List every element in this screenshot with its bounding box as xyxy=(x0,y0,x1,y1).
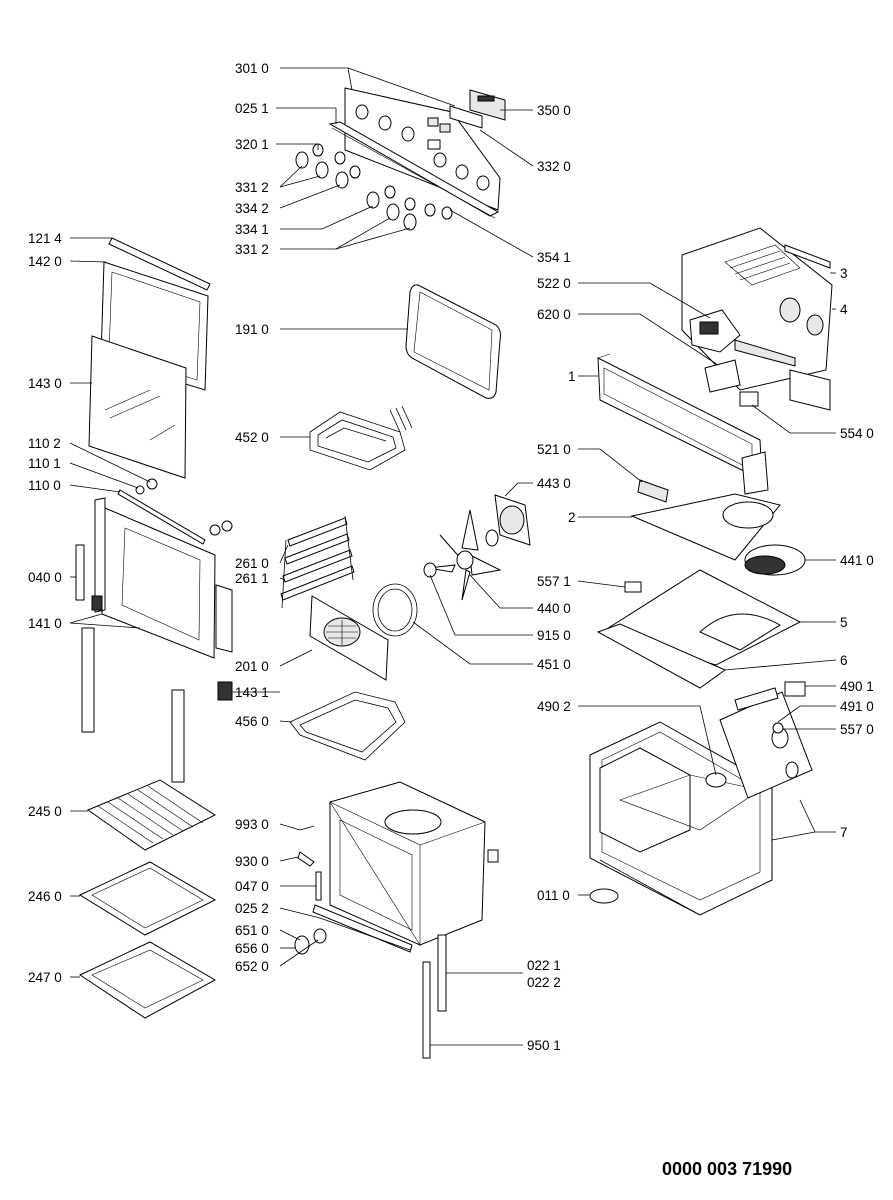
label-332-0: 332 0 xyxy=(537,159,571,174)
label-915-0: 915 0 xyxy=(537,628,571,643)
label-320-1: 320 1 xyxy=(235,137,269,152)
label-5: 5 xyxy=(840,615,848,630)
door-group xyxy=(75,237,233,783)
label-651-0: 651 0 xyxy=(235,923,269,938)
top-panel-group xyxy=(681,227,833,411)
chassis-group xyxy=(589,681,813,916)
label-025-1: 025 1 xyxy=(235,101,269,116)
label-443-0: 443 0 xyxy=(537,476,571,491)
label-2: 2 xyxy=(568,510,576,525)
label-557-1: 557 1 xyxy=(537,574,571,589)
label-040-0: 040 0 xyxy=(28,570,62,585)
grill-element xyxy=(309,411,406,471)
oven-cavity-group xyxy=(294,781,499,1059)
label-3: 3 xyxy=(840,266,848,281)
label-201-0: 201 0 xyxy=(235,659,269,674)
label-191-0: 191 0 xyxy=(235,322,269,337)
label-047-0: 047 0 xyxy=(235,879,269,894)
label-522-0: 522 0 xyxy=(537,276,571,291)
label-6: 6 xyxy=(840,653,848,668)
tray-group xyxy=(78,779,217,1019)
label-025-2: 025 2 xyxy=(235,901,269,916)
label-930-0: 930 0 xyxy=(235,854,269,869)
label-620-0: 620 0 xyxy=(537,307,571,322)
label-652-0: 652 0 xyxy=(235,959,269,974)
label-4: 4 xyxy=(840,302,848,317)
label-110-1: 110 1 xyxy=(28,456,61,471)
label-331-2-lower: 331 2 xyxy=(235,242,269,257)
leader-lines xyxy=(69,67,837,1046)
label-022-1: 022 1 xyxy=(527,958,561,973)
label-350-0: 350 0 xyxy=(537,103,571,118)
label-1: 1 xyxy=(568,369,576,384)
deep-pan xyxy=(78,941,217,1019)
shelf-supports xyxy=(280,515,355,609)
label-301-0: 301 0 xyxy=(235,61,269,76)
label-261-0: 261 0 xyxy=(235,556,269,571)
label-950-1: 950 1 xyxy=(527,1038,561,1053)
label-451-0: 451 0 xyxy=(537,657,571,672)
label-011-0: 011 0 xyxy=(537,888,570,903)
door-glass-pane xyxy=(88,335,187,479)
label-491-0: 491 0 xyxy=(840,699,874,714)
label-452-0: 452 0 xyxy=(235,430,269,445)
label-334-1: 334 1 xyxy=(235,222,269,237)
label-246-0: 246 0 xyxy=(28,889,62,904)
label-121-4: 121 4 xyxy=(28,231,62,246)
label-521-0: 521 0 xyxy=(537,442,571,457)
centre-parts xyxy=(280,284,531,761)
bottom-heating-element xyxy=(289,691,406,761)
circular-element xyxy=(372,583,418,637)
label-110-0: 110 0 xyxy=(28,478,61,493)
label-110-2: 110 2 xyxy=(28,436,61,451)
frame-group xyxy=(596,353,806,689)
label-440-0: 440 0 xyxy=(537,601,571,616)
label-354-1: 354 1 xyxy=(537,250,571,265)
knob-set-upper xyxy=(295,143,361,189)
label-261-1: 261 1 xyxy=(235,571,269,586)
label-490-2: 490 2 xyxy=(537,699,571,714)
label-993-0: 993 0 xyxy=(235,817,269,832)
label-456-0: 456 0 xyxy=(235,714,269,729)
label-141-0: 141 0 xyxy=(28,616,62,631)
wire-rack xyxy=(86,779,217,851)
control-panel-group xyxy=(295,87,506,231)
document-number: 0000 003 71990 xyxy=(662,1159,792,1179)
label-245-0: 245 0 xyxy=(28,804,62,819)
label-331-2-upper: 331 2 xyxy=(235,180,269,195)
fan-assembly xyxy=(423,494,531,601)
knob-set-lower xyxy=(366,185,453,231)
door-seal xyxy=(405,284,501,399)
label-557-0: 557 0 xyxy=(840,722,874,737)
part-labels: 301 0 025 1 320 1 331 2 334 2 334 1 331 … xyxy=(28,61,874,1053)
outer-door xyxy=(101,507,216,659)
label-143-1: 143 1 xyxy=(235,685,269,700)
oven-cavity xyxy=(329,781,486,946)
label-7: 7 xyxy=(840,825,848,840)
baking-tray xyxy=(78,861,217,936)
label-143-0: 143 0 xyxy=(28,376,62,391)
label-490-1: 490 1 xyxy=(840,679,874,694)
top-panel xyxy=(681,227,833,391)
label-247-0: 247 0 xyxy=(28,970,62,985)
label-554-0: 554 0 xyxy=(840,426,874,441)
label-142-0: 142 0 xyxy=(28,254,62,269)
label-441-0: 441 0 xyxy=(840,553,874,568)
label-656-0: 656 0 xyxy=(235,941,269,956)
label-334-2: 334 2 xyxy=(235,201,269,216)
label-022-2: 022 2 xyxy=(527,975,561,990)
